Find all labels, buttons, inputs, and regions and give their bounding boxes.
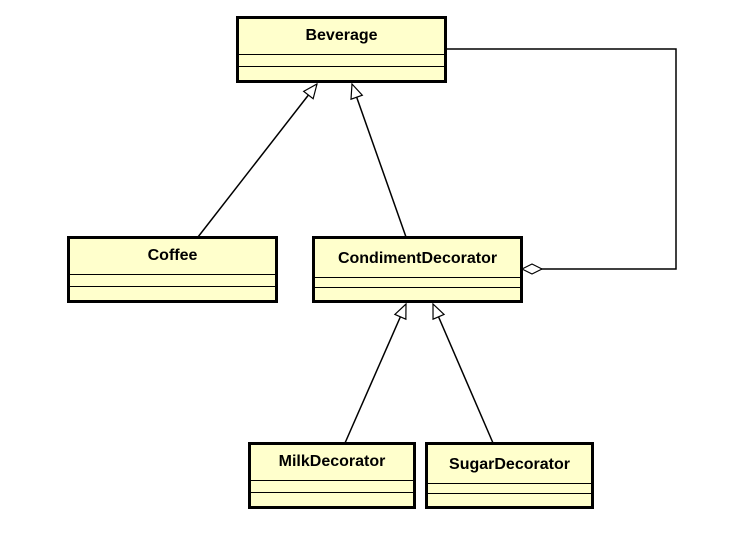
compartment-divider (428, 483, 591, 484)
compartment-divider (315, 287, 520, 288)
compartment-divider (70, 274, 275, 275)
class-name-coffee: Coffee (147, 247, 198, 264)
aggregation-line (446, 48, 677, 269)
sugar-decorator-inherits-condiment-decorator-arrow (432, 304, 494, 444)
class-name-beverage: Beverage (305, 27, 378, 44)
compartment-divider (251, 492, 413, 493)
class-milk-decorator[interactable]: MilkDecorator (248, 442, 416, 509)
milk-decorator-inherits-condiment-decorator-arrow (344, 304, 407, 444)
class-name-milk-decorator: MilkDecorator (278, 453, 386, 470)
class-coffee[interactable]: Coffee (67, 236, 278, 303)
class-sugar-decorator[interactable]: SugarDecorator (425, 442, 594, 509)
compartment-divider (239, 54, 444, 55)
coffee-inherits-beverage-arrow (197, 84, 317, 238)
compartment-divider (239, 66, 444, 67)
class-beverage[interactable]: Beverage (236, 16, 447, 83)
class-condiment-decorator[interactable]: CondimentDecorator (312, 236, 523, 303)
class-name-sugar-decorator: SugarDecorator (449, 456, 570, 473)
compartment-divider (251, 480, 413, 481)
compartment-divider (428, 493, 591, 494)
class-name-condiment-decorator: CondimentDecorator (337, 250, 498, 267)
condiment-decorator-inherits-beverage-arrow (352, 84, 407, 238)
compartment-divider (315, 277, 520, 278)
compartment-divider (70, 286, 275, 287)
